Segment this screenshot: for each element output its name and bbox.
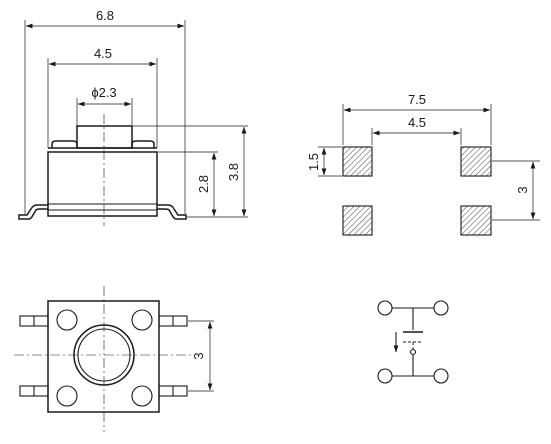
- switch-body-top: [47, 300, 160, 413]
- label-body-width: 4.5: [94, 46, 112, 61]
- label-body-height: 2.8: [196, 175, 211, 193]
- label-pad-span: 7.5: [408, 92, 426, 107]
- actuator-side: [76, 125, 133, 149]
- pad-top-left: [342, 146, 373, 177]
- lead-left: [18, 204, 48, 220]
- lead-right: [157, 204, 187, 220]
- lead-bottom-right: [158, 385, 188, 397]
- terminal-1-icon: [377, 300, 393, 316]
- switch-body-side: [47, 151, 158, 217]
- pivot-node-icon: [409, 348, 417, 356]
- pcb-footprint: 7.5 4.5 1.5 3: [306, 92, 540, 236]
- corner-post-top-left: [56, 309, 78, 331]
- corner-post-bottom-left: [56, 385, 78, 407]
- label-pad-inner-span: 4.5: [408, 115, 426, 130]
- label-pad-pitch: 3: [515, 186, 530, 193]
- cover-bump-right: [131, 140, 155, 148]
- lead-top-right: [158, 315, 188, 327]
- side-view: 6.8 4.5 ϕ2.3 2.8 3.8: [18, 8, 248, 226]
- terminal-4-icon: [433, 368, 449, 384]
- label-top-pitch: 3: [191, 352, 206, 359]
- pad-bottom-left: [342, 205, 373, 236]
- lead-bottom-left: [19, 385, 49, 397]
- switch-schematic: [377, 300, 449, 384]
- pad-top-right: [460, 146, 492, 177]
- lead-top-left: [19, 315, 49, 327]
- terminal-2-icon: [433, 300, 449, 316]
- cover-bump-left: [51, 140, 78, 148]
- corner-post-top-right: [131, 309, 153, 331]
- pad-bottom-right: [460, 205, 492, 236]
- label-actuator-diameter: ϕ2.3: [91, 85, 116, 100]
- label-total-height: 3.8: [226, 163, 241, 181]
- label-pad-size: 1.5: [306, 153, 321, 171]
- label-overall-width: 6.8: [96, 8, 114, 23]
- corner-post-bottom-right: [131, 385, 153, 407]
- top-view: 3: [14, 286, 214, 432]
- terminal-3-icon: [377, 368, 393, 384]
